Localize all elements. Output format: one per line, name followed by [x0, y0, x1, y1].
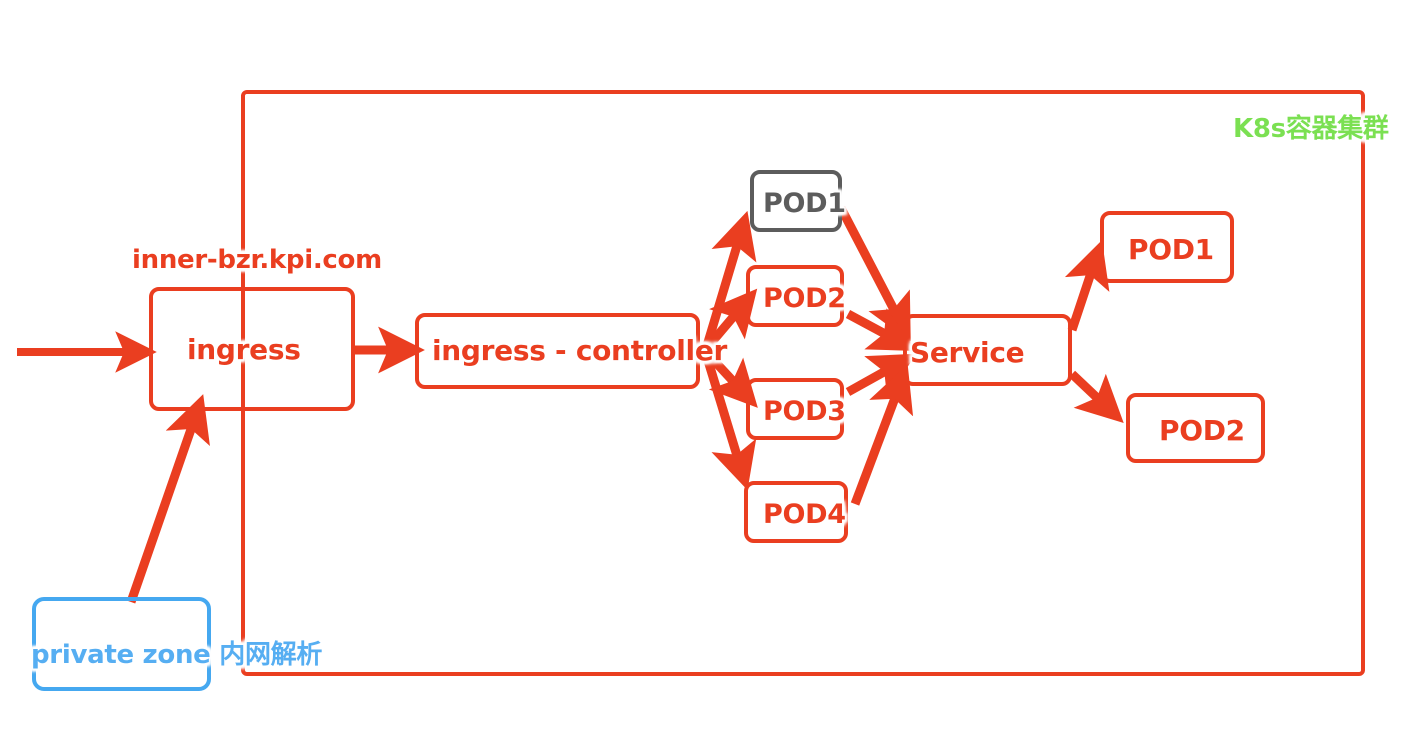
pod-box-b-2[interactable] — [1126, 393, 1265, 463]
pod-label-a-4: POD4 — [763, 499, 846, 530]
arrow-service-to-right-pod2 — [1068, 370, 1124, 423]
pod-label-a-2: POD2 — [763, 283, 846, 314]
arrow-controller-to-pod4 — [701, 352, 757, 491]
k8s-cluster-boundary — [241, 90, 1365, 676]
arrow-pod3-to-service — [845, 353, 917, 398]
arrow-controller-to-pod3 — [702, 348, 758, 408]
ingress-label: ingress — [187, 333, 301, 366]
pod-box-a-1[interactable] — [750, 170, 842, 232]
pod-label-a-3: POD3 — [763, 396, 846, 427]
cluster-label: K8s容器集群 — [1233, 114, 1389, 144]
pod-box-a-4[interactable] — [744, 481, 848, 543]
pod-label-b-2: POD2 — [1159, 414, 1245, 447]
ingress-controller-label: ingress - controller — [432, 334, 728, 367]
private-zone-label: private zone 内网解析 — [31, 640, 323, 670]
private-zone-box[interactable] — [32, 597, 211, 691]
arrow-controller-to-pod2 — [702, 288, 758, 352]
service-label: Service — [910, 336, 1025, 369]
pod-box-a-3[interactable] — [746, 378, 844, 440]
arrow-privatezone-to-ingress — [126, 394, 210, 604]
domain-label: inner-bzr.kpi.com — [132, 245, 382, 275]
pod-label-b-1: POD1 — [1128, 233, 1214, 266]
arrow-pod2-to-service — [845, 308, 917, 351]
pod-label-a-1: POD1 — [763, 188, 846, 219]
arrow-pod1-to-service — [837, 205, 911, 342]
arrow-pod4-to-service — [850, 364, 914, 506]
arrow-service-to-right-pod1 — [1064, 240, 1110, 332]
